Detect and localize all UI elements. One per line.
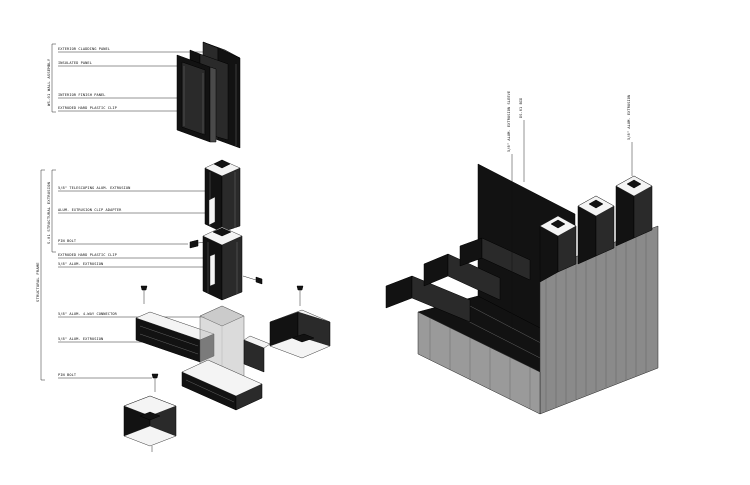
wall-assembly-bracket: WS-01 WALL ASSEMBLY	[46, 43, 56, 113]
label-exterior-cladding-panel: EXTERIOR CLADDING PANEL	[58, 47, 110, 51]
label-alum-extrusion-upper: 5/8" ALUM. EXTRUSION	[58, 262, 103, 266]
label-insulated-panel: INSULATED PANEL	[58, 61, 92, 65]
label-alum-extrusion-lower: 5/8" ALUM. EXTRUSION	[58, 337, 103, 341]
assembled-corner-view	[385, 163, 659, 415]
label-4-way-connector: 5/8" ALUM. 4-WAY CONNECTOR	[58, 312, 118, 316]
assembled-view-labels: 5/8" ALUM. EXTRUSION SLEEVE DS-01 BID 5/…	[507, 91, 633, 328]
label-extruded-hard-plastic-clip-wall: EXTRUDED HARD PLASTIC CLIP	[58, 106, 117, 110]
label-ds-01-bid: DS-01 BID	[519, 98, 523, 118]
structural-extrusion-group-label: S-01 STRUCTURAL EXTRUSION	[46, 181, 51, 244]
wall-assembly-labels: EXTERIOR CLADDING PANEL INSULATED PANEL …	[58, 47, 212, 112]
label-pin-bolt-upper: PIN BOLT	[58, 239, 77, 243]
label-pin-bolt-lower: PIN BOLT	[58, 373, 77, 377]
structural-frame-group-label: STRUCTURAL FRAME	[35, 262, 40, 302]
structural-frame-bracket: STRUCTURAL FRAME S-01 STRUCTURAL EXTRUSI…	[35, 169, 56, 381]
telescoping-extrusion	[204, 159, 241, 233]
label-alum-extrusion-clip-adapter: ALUM. EXTRUSION CLIP ADAPTER	[58, 208, 122, 212]
wall-panel-stack	[176, 41, 241, 149]
label-alum-extrusion-right: 5/8" ALUM. EXTRUSION	[627, 95, 631, 140]
label-telescoping-alum-extrusion: 5/8" TELESCOPING ALUM. EXTRUSION	[58, 186, 130, 190]
pin-bolt-upper	[189, 239, 207, 249]
label-interior-finish-panel: INTERIOR FINISH PANEL	[58, 93, 106, 97]
detached-extrusion-right	[269, 285, 331, 359]
four-way-connector-assembly	[135, 305, 271, 411]
label-extruded-hard-plastic-clip-frame: EXTRUDED HARD PLASTIC CLIP	[58, 253, 117, 257]
detached-extrusion-bottom	[123, 373, 177, 452]
pin-bolt-top	[140, 285, 148, 304]
wall-assembly-group-label: WS-01 WALL ASSEMBLY	[46, 58, 51, 106]
structural-frame-labels: 5/8" TELESCOPING ALUM. EXTRUSION ALUM. E…	[58, 186, 212, 379]
pin-bolt-side	[242, 275, 263, 285]
label-alum-extrusion-sleeve: 5/8" ALUM. EXTRUSION SLEEVE	[507, 91, 511, 152]
lower-extrusion	[202, 226, 243, 301]
